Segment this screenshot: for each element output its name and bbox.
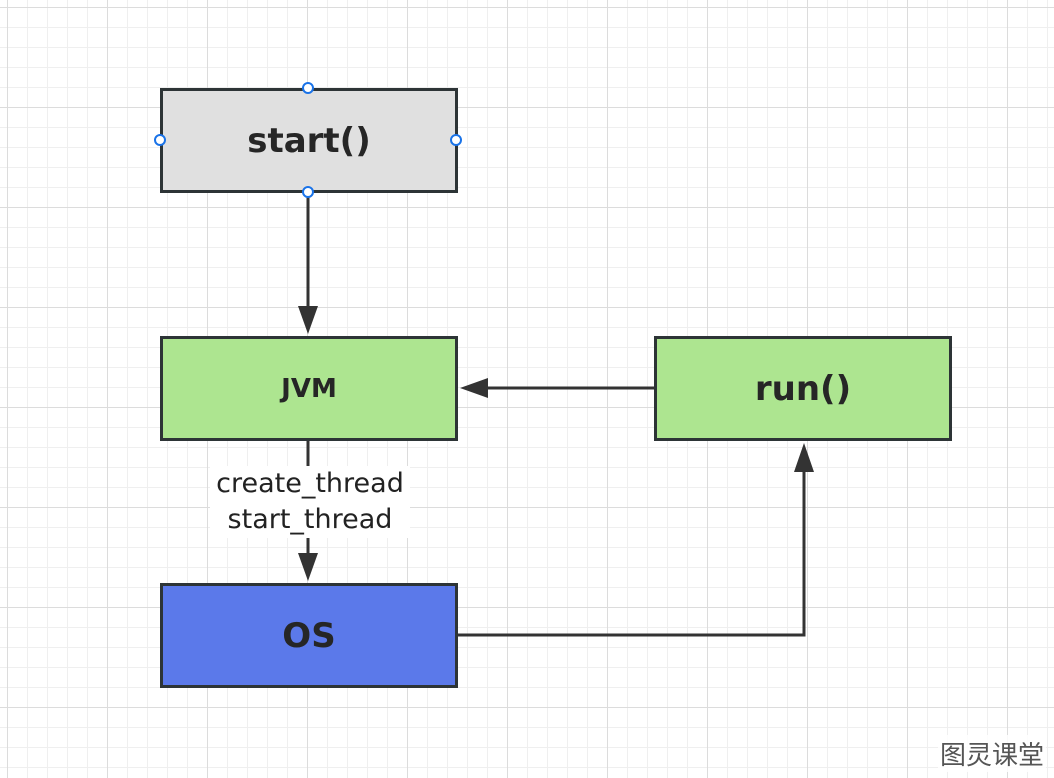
selection-handle-bottom[interactable] [302,186,314,198]
watermark: 图灵课堂 [937,735,1046,772]
run-node[interactable]: run() [654,336,952,441]
edge-label-line-1: create_thread [216,468,404,499]
start-node[interactable]: start() [160,88,458,193]
arrowhead-jvm-to-os [298,553,318,581]
selection-handle-left[interactable] [154,134,166,146]
jvm-node-label: JVM [281,373,337,404]
edge-label-jvm-to-os[interactable]: create_thread start_thread [210,466,410,538]
edge-label-line-2: start_thread [227,504,393,535]
selection-handle-right[interactable] [450,134,462,146]
edge-os-to-run[interactable] [458,468,806,637]
jvm-node[interactable]: JVM [160,336,458,441]
os-node-label: OS [282,615,336,656]
run-node-label: run() [754,368,852,409]
arrowhead-os-to-run [794,443,814,472]
arrowhead-start-to-jvm [298,306,318,334]
selection-handle-top[interactable] [302,82,314,94]
os-node[interactable]: OS [160,583,458,688]
arrowhead-run-to-jvm [460,378,488,398]
start-node-label: start() [247,120,371,161]
